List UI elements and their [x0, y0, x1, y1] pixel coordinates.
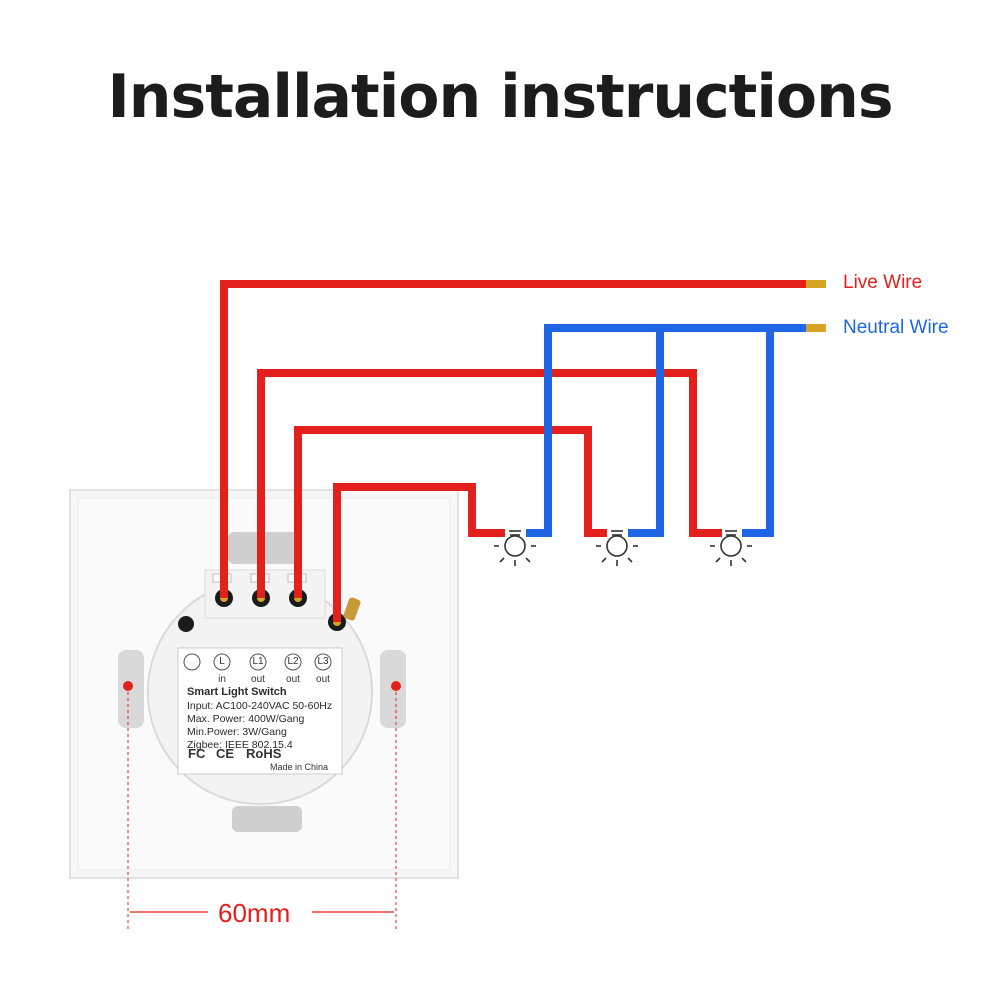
module-hole — [178, 616, 194, 632]
terminal-letter: L2 — [287, 656, 299, 667]
bulb-icon — [494, 530, 536, 566]
neutral-wire-label: Neutral Wire — [843, 317, 949, 338]
neutral-wire-branch-2 — [628, 328, 664, 537]
spec-line: Input: AC100-240VAC 50-60Hz — [187, 700, 333, 712]
dimension-guide — [127, 686, 397, 930]
neutral-wires — [526, 324, 808, 537]
spec-line: Zigbee: IEEE 802.15.4 — [187, 739, 293, 751]
mounting-point-right — [391, 681, 401, 691]
ce-mark: CE — [216, 746, 235, 761]
terminal-letter: L — [219, 656, 225, 667]
live-wires — [220, 280, 808, 622]
mounting-tab-bottom — [232, 806, 302, 832]
bulb-icon — [596, 530, 638, 566]
neutral-wire-tip — [806, 324, 826, 332]
fcc-mark: FC — [188, 746, 206, 761]
dimension-label: 60mm — [218, 898, 291, 928]
product-name: Smart Light Switch — [187, 686, 287, 698]
live-wire-tip — [806, 280, 826, 288]
live-wire-l2 — [294, 426, 607, 598]
terminal-direction: out — [286, 674, 300, 685]
terminal-circle-blank — [183, 653, 201, 671]
bulb-icon — [710, 530, 752, 566]
neutral-wire-main — [526, 324, 808, 537]
mounting-point-left — [123, 681, 133, 691]
spec-line: Max. Power: 400W/Gang — [187, 713, 305, 725]
terminal-circle-L3 — [314, 653, 332, 671]
terminal-direction: out — [316, 674, 330, 685]
neutral-wire-branch-3 — [742, 328, 774, 537]
rohs-mark: RoHS — [246, 746, 282, 761]
spec-sticker — [177, 647, 343, 775]
live-wire-main — [220, 280, 808, 598]
terminal-direction: in — [218, 674, 226, 685]
terminal-letter: L1 — [252, 656, 264, 667]
origin-label: Made in China — [270, 762, 329, 772]
spec-line: Min.Power: 3W/Gang — [187, 726, 287, 738]
terminal-circle-L1 — [249, 653, 267, 671]
terminal-letter: L3 — [317, 656, 329, 667]
page-title: Installation instructions — [107, 62, 893, 132]
live-wire-label: Live Wire — [843, 272, 923, 293]
terminal-direction: out — [251, 674, 265, 685]
live-wire-l3 — [333, 483, 505, 622]
live-wire-l1 — [257, 369, 722, 598]
terminal-circle-L2 — [284, 653, 302, 671]
terminal-circle-L — [213, 653, 231, 671]
